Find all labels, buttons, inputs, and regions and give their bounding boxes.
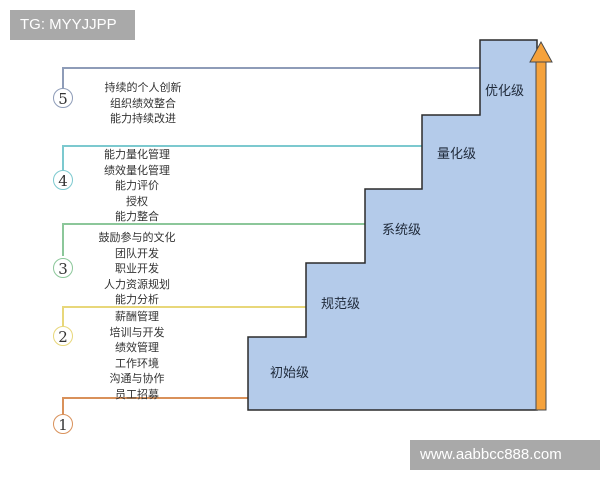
level-item: 能力量化管理 [104, 148, 170, 161]
level-item: 能力整合 [115, 210, 159, 223]
connector-level-1 [62, 397, 248, 414]
connector-level-5 [62, 67, 480, 88]
level-number-5: 5 [53, 88, 73, 108]
progress-arrow-icon [529, 40, 553, 411]
level-item: 工作环境 [115, 356, 159, 370]
level-number-2: 2 [53, 326, 73, 346]
level-2-items: 薪酬管理 培训与开发 绩效管理 工作环境 沟通与协作 员工招募 [67, 309, 207, 402]
step-label-optimizing: 优化级 [485, 84, 525, 99]
level-item: 鼓励参与的文化 [98, 231, 176, 244]
step-label-quantitative: 量化级 [437, 147, 477, 162]
level-item: 团队开发 [115, 246, 159, 260]
level-item: 授权 [126, 194, 148, 208]
level-item: 培训与开发 [109, 325, 165, 339]
level-number-4: 4 [53, 170, 73, 190]
staircase-shape [247, 39, 538, 411]
level-3-items: 鼓励参与的文化 团队开发 职业开发 人力资源规划 能力分析 [67, 230, 207, 308]
level-item: 职业开发 [115, 262, 159, 275]
step-label-initial: 初始级 [270, 366, 310, 381]
connector-level-3 [62, 223, 365, 256]
level-item: 绩效管理 [115, 341, 159, 354]
watermark-bottom: www.aabbcc888.com [410, 440, 600, 470]
step-label-defined: 系统级 [382, 223, 422, 238]
level-item: 能力持续改进 [110, 112, 176, 125]
level-item: 薪酬管理 [115, 310, 159, 323]
connector-level-2 [62, 306, 306, 326]
level-item: 人力资源规划 [104, 277, 170, 291]
level-item: 沟通与协作 [109, 372, 165, 385]
level-item: 能力分析 [115, 293, 159, 306]
level-number-3: 3 [53, 258, 73, 278]
level-item: 能力评价 [115, 179, 159, 192]
level-number-1: 1 [53, 414, 73, 434]
watermark-top: TG: MYYJJPP [10, 10, 135, 40]
step-label-managed: 规范级 [321, 297, 361, 312]
level-item: 员工招募 [115, 387, 159, 401]
level-5-items: 持续的个人创新 组织绩效整合 能力持续改进 [73, 80, 213, 127]
connector-level-4 [62, 145, 422, 170]
level-item: 组织绩效整合 [110, 96, 176, 110]
level-4-items: 能力量化管理 绩效量化管理 能力评价 授权 能力整合 [67, 147, 207, 225]
level-item: 持续的个人创新 [104, 81, 182, 94]
level-item: 绩效量化管理 [104, 163, 170, 177]
